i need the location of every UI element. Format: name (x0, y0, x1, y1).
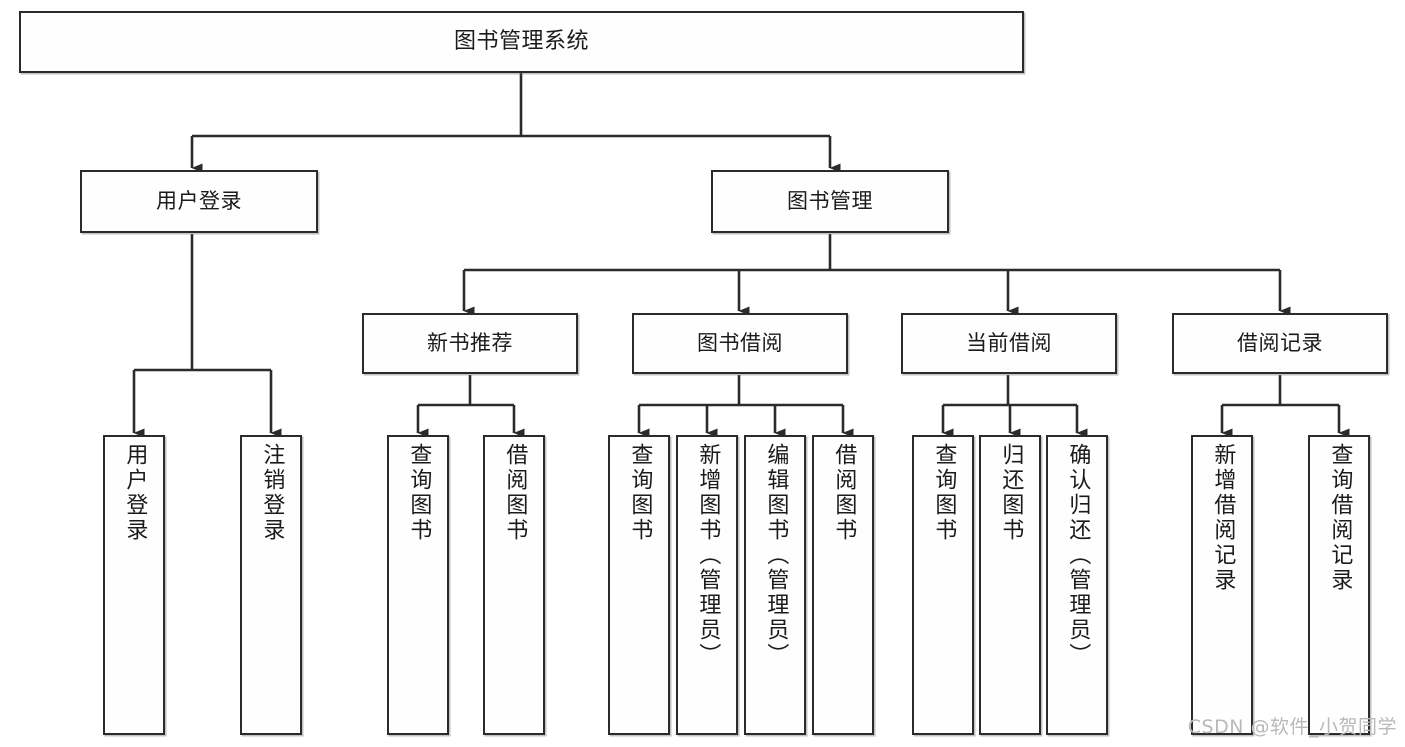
node-leaf-confirm-return[interactable]: 确认归还（管理员） (1046, 435, 1108, 735)
node-user-login-label: 用户登录 (156, 189, 242, 214)
node-leaf-user-login[interactable]: 用户登录 (103, 435, 165, 735)
node-leaf-confirm-return-label: 确认归还（管理员） (1065, 443, 1091, 668)
node-leaf-add-book[interactable]: 新增图书（管理员） (676, 435, 738, 735)
node-book-manage-label: 图书管理 (787, 189, 873, 214)
node-new-book-recommend-label: 新书推荐 (427, 331, 513, 356)
node-leaf-query-book-1[interactable]: 查询图书 (387, 435, 449, 735)
node-leaf-borrow-book-2[interactable]: 借阅图书 (812, 435, 874, 735)
node-borrow-record[interactable]: 借阅记录 (1172, 313, 1388, 374)
node-leaf-query-book-1-label: 查询图书 (406, 443, 432, 543)
node-leaf-add-record[interactable]: 新增借阅记录 (1191, 435, 1253, 735)
node-leaf-borrow-book-1-label: 借阅图书 (502, 443, 528, 543)
edge-book-borrow-to-leaves (637, 375, 854, 438)
node-current-borrow-label: 当前借阅 (966, 331, 1052, 356)
node-leaf-edit-book-label: 编辑图书（管理员） (763, 443, 789, 668)
node-leaf-borrow-book-1[interactable]: 借阅图书 (483, 435, 545, 735)
node-leaf-return-book[interactable]: 归还图书 (979, 435, 1041, 735)
csdn-watermark: CSDN @软件_小贺同学 (1187, 716, 1397, 738)
node-leaf-add-book-label: 新增图书（管理员） (695, 443, 721, 668)
node-leaf-query-book-2-label: 查询图书 (627, 443, 653, 543)
node-book-borrow-label: 图书借阅 (697, 331, 783, 356)
edge-root-to-level2 (190, 73, 841, 173)
node-leaf-query-record[interactable]: 查询借阅记录 (1308, 435, 1370, 735)
node-leaf-edit-book[interactable]: 编辑图书（管理员） (744, 435, 806, 735)
edge-current-borrow-to-leaves (941, 375, 1088, 438)
node-user-login[interactable]: 用户登录 (80, 170, 318, 233)
edge-borrow-record-to-leaves (1220, 375, 1350, 438)
node-book-manage[interactable]: 图书管理 (711, 170, 949, 233)
node-root-label: 图书管理系统 (453, 29, 589, 55)
node-root[interactable]: 图书管理系统 (19, 11, 1024, 73)
edge-book-manage-to-level3 (462, 234, 1291, 316)
node-leaf-query-record-label: 查询借阅记录 (1327, 443, 1353, 593)
node-current-borrow[interactable]: 当前借阅 (901, 313, 1117, 374)
edge-user-login-to-leaves (132, 234, 282, 438)
node-new-book-recommend[interactable]: 新书推荐 (362, 313, 578, 374)
node-leaf-add-record-label: 新增借阅记录 (1210, 443, 1236, 593)
node-leaf-user-login-label: 用户登录 (122, 443, 148, 543)
node-leaf-query-book-3[interactable]: 查询图书 (912, 435, 974, 735)
node-borrow-record-label: 借阅记录 (1237, 331, 1323, 356)
node-leaf-user-logout-label: 注销登录 (259, 443, 285, 543)
node-leaf-query-book-3-label: 查询图书 (931, 443, 957, 543)
edge-new-book-recommend-to-leaves (416, 375, 525, 438)
node-leaf-query-book-2[interactable]: 查询图书 (608, 435, 670, 735)
node-leaf-borrow-book-2-label: 借阅图书 (831, 443, 857, 543)
node-leaf-return-book-label: 归还图书 (998, 443, 1024, 543)
node-leaf-user-logout[interactable]: 注销登录 (240, 435, 302, 735)
node-book-borrow[interactable]: 图书借阅 (632, 313, 848, 374)
